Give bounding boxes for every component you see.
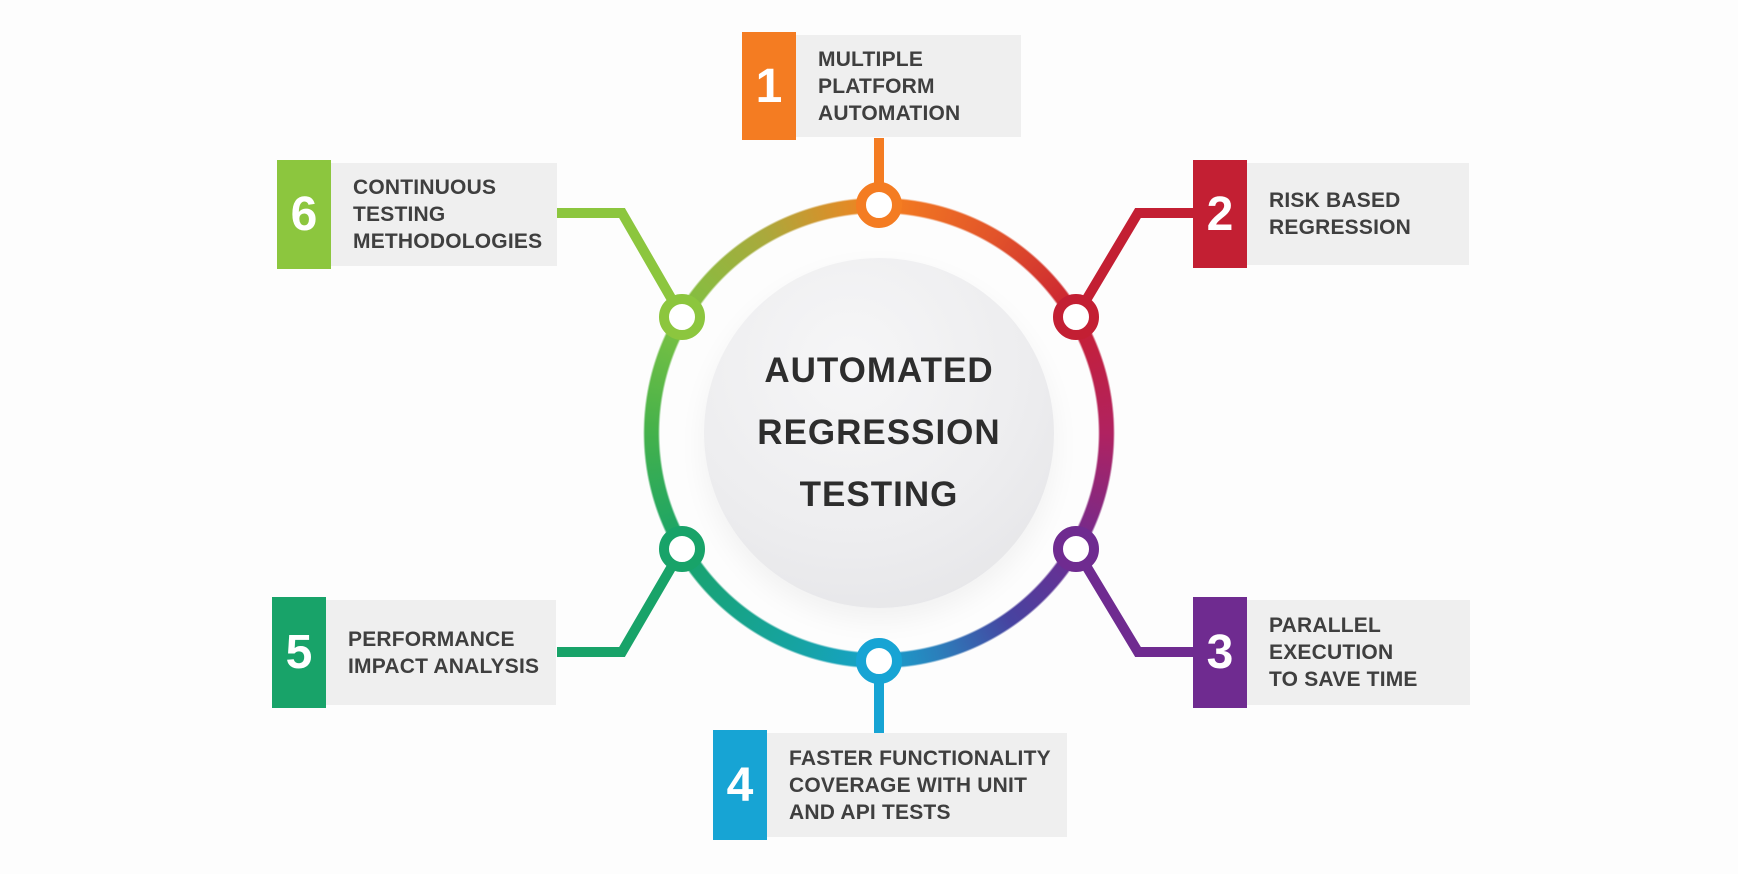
step-5-label: PERFORMANCE IMPACT ANALYSIS — [326, 600, 556, 705]
step-6-badge: 6 CONTINUOUS TESTING METHODOLOGIES — [277, 160, 557, 269]
connector-step-5 — [557, 546, 687, 657]
connector-step-3 — [1071, 546, 1193, 657]
ring-node-1 — [856, 182, 902, 228]
step-2-number: 2 — [1193, 160, 1247, 268]
connector-step-6 — [557, 208, 687, 320]
step-5-badge: 5 PERFORMANCE IMPACT ANALYSIS — [272, 597, 556, 708]
step-3-label: PARALLEL EXECUTION TO SAVE TIME — [1247, 600, 1470, 705]
step-1-label: MULTIPLE PLATFORM AUTOMATION — [796, 35, 1021, 137]
center-disc: AUTOMATED REGRESSION TESTING — [704, 258, 1054, 608]
ring-node-5 — [659, 526, 705, 572]
ring-node-4 — [856, 638, 902, 684]
connector-step-2 — [1071, 208, 1193, 320]
step-3-number: 3 — [1193, 597, 1247, 708]
step-6-label: CONTINUOUS TESTING METHODOLOGIES — [331, 163, 557, 266]
step-4-label: FASTER FUNCTIONALITY COVERAGE WITH UNIT … — [767, 733, 1067, 837]
step-1-number: 1 — [742, 32, 796, 140]
ring-node-6 — [659, 294, 705, 340]
step-2-label: RISK BASED REGRESSION — [1247, 163, 1469, 265]
step-1-badge: 1 MULTIPLE PLATFORM AUTOMATION — [742, 32, 1021, 140]
step-3-badge: 3 PARALLEL EXECUTION TO SAVE TIME — [1193, 597, 1470, 708]
step-5-number: 5 — [272, 597, 326, 708]
step-2-badge: 2 RISK BASED REGRESSION — [1193, 160, 1469, 268]
diagram-title: AUTOMATED REGRESSION TESTING — [757, 351, 1001, 514]
ring-node-2 — [1053, 294, 1099, 340]
ring-node-3 — [1053, 526, 1099, 572]
step-4-badge: 4 FASTER FUNCTIONALITY COVERAGE WITH UNI… — [713, 730, 1067, 840]
step-4-number: 4 — [713, 730, 767, 840]
step-6-number: 6 — [277, 160, 331, 269]
